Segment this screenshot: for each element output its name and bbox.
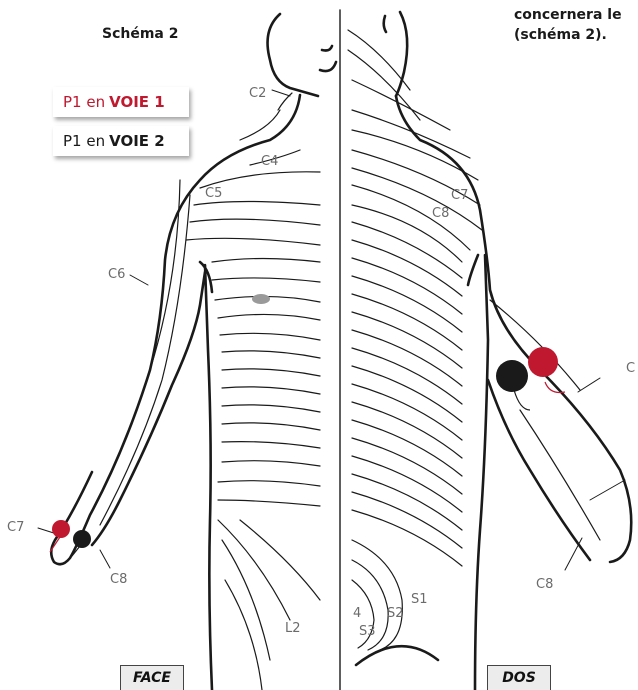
front-black-electrode xyxy=(73,530,91,548)
label-c7-back: C7 xyxy=(451,188,468,203)
label-s3: S3 xyxy=(359,624,376,639)
label-c2: C2 xyxy=(249,86,266,101)
label-c5: C5 xyxy=(205,186,222,201)
diagram-title: Schéma 2 xyxy=(102,26,179,42)
back-dermatome-lines xyxy=(348,30,600,650)
top-text-line1: concernera le xyxy=(514,5,622,25)
label-s4: 4 xyxy=(353,606,361,621)
back-electrodes xyxy=(496,347,565,410)
legend-voie1: P1 en VOIE 1 xyxy=(53,87,189,117)
label-c8-front: C8 xyxy=(110,572,127,587)
top-text-line2: (schéma 2). xyxy=(514,25,622,45)
label-c8-back-shoulder: C8 xyxy=(432,206,449,221)
back-black-electrode xyxy=(496,360,528,392)
label-c8-back-arm: C8 xyxy=(536,577,553,592)
view-tag-front: FACE xyxy=(120,665,184,690)
label-leader-lines xyxy=(38,90,625,570)
label-c6: C6 xyxy=(108,267,125,282)
legend-voie2-prefix: P1 en xyxy=(63,132,105,150)
view-tag-back: DOS xyxy=(487,665,551,690)
back-red-electrode xyxy=(528,347,558,377)
legend-voie2: P1 en VOIE 2 xyxy=(53,126,189,156)
legend-voie1-prefix: P1 en xyxy=(63,93,105,111)
top-paragraph: concernera le (schéma 2). xyxy=(514,5,622,45)
label-c4: C4 xyxy=(261,154,278,169)
nipple-marker xyxy=(252,294,270,304)
label-l2: L2 xyxy=(285,621,301,636)
label-s2: S2 xyxy=(387,606,404,621)
legend-voie2-bold: VOIE 2 xyxy=(109,132,165,150)
label-c7-front: C7 xyxy=(7,520,24,535)
front-red-electrode xyxy=(52,520,70,538)
label-s1: S1 xyxy=(411,592,428,607)
back-body-outline xyxy=(356,12,631,690)
legend-voie1-bold: VOIE 1 xyxy=(109,93,165,111)
label-c-back-arm: C xyxy=(626,361,635,376)
